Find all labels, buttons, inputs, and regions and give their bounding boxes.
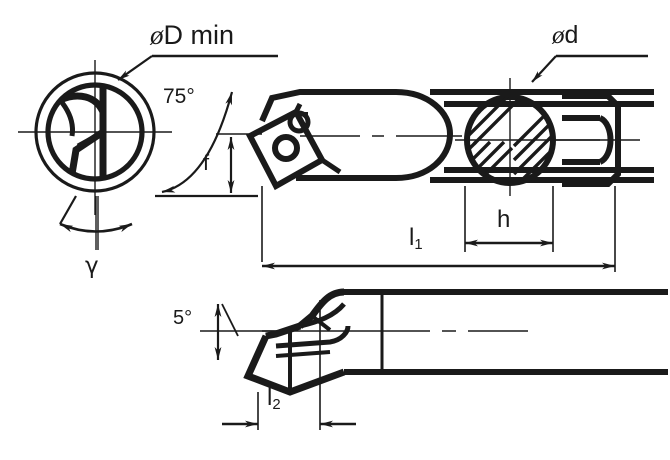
label-dim-l1-sub: 1 (414, 237, 423, 254)
label-dim-l1-base: l (409, 224, 415, 251)
label-d-min: øD min (150, 22, 234, 49)
label-dim-l2-base: l (267, 384, 273, 411)
label-dim-l2-sub: 2 (272, 397, 281, 414)
label-dim-l2: l2 (267, 386, 281, 413)
shank-end-view (548, 93, 640, 272)
label-dim-f: f (203, 150, 210, 175)
label-angle-5: 5° (173, 307, 193, 329)
label-phi-d-text: d (564, 21, 579, 49)
label-dim-h: h (497, 206, 511, 233)
dmin-leader (117, 54, 278, 81)
label-dim-l1: l1 (409, 226, 423, 253)
gamma-dimension (59, 195, 133, 250)
label-phi-d: ød (552, 21, 579, 49)
diameter-symbol-icon: ø (150, 20, 164, 50)
bottom-view (200, 288, 668, 430)
insert (245, 107, 327, 191)
label-d-min-text: D min (163, 20, 235, 50)
front-end-view (18, 60, 172, 250)
phid-leader (531, 54, 648, 83)
angle-5-dimension (200, 303, 278, 360)
label-angle-75: 75° (163, 85, 195, 108)
diameter-symbol-icon: ø (552, 22, 565, 49)
clamp-screw (287, 110, 311, 134)
angle-75-dimension (155, 91, 258, 198)
label-dim-gamma: γ (85, 253, 99, 279)
